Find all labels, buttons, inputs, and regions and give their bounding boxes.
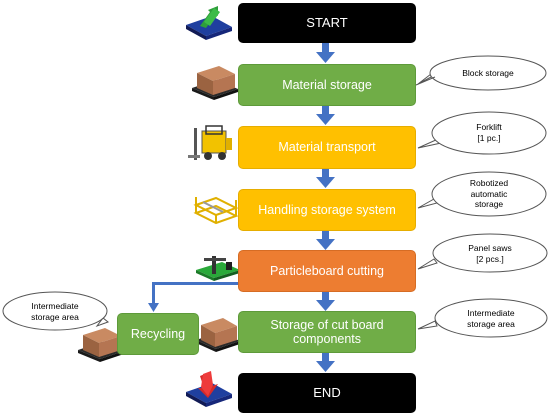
forklift-text-line1: Forklift <box>476 122 502 133</box>
arrow-cutting-to-storage-cut <box>316 291 335 311</box>
callout-panel-saws <box>417 233 548 273</box>
robotized-text-line3: storage <box>474 199 504 210</box>
block-storage-text: Block storage <box>462 67 514 78</box>
panel-saws-text-line1: Panel saws <box>468 242 512 253</box>
start-pallet-icon <box>186 6 232 40</box>
callout-forklift <box>417 111 547 155</box>
handling-storage-node: Handling storage system <box>238 189 416 231</box>
callout-block-storage-text: Block storage <box>435 63 541 83</box>
callout-forklift-text: Forklift [1 pc.] <box>435 119 543 147</box>
callout-panel-saws-text: Panel saws [2 pcs.] <box>436 240 544 267</box>
intermediate-left-text-line2: storage area <box>31 311 79 322</box>
callout-robotized <box>417 171 547 217</box>
material-storage-label: Material storage <box>282 77 372 92</box>
storage-cut-node: Storage of cut board components <box>238 311 416 353</box>
end-label: END <box>313 384 341 400</box>
storage-cut-box-icon <box>196 318 240 352</box>
panel-saw-body-icon <box>196 256 240 281</box>
arrow-storage-cut-to-end <box>316 353 335 372</box>
callout-intermediate-right <box>417 298 548 338</box>
forklift-body-icon <box>188 125 232 160</box>
intermediate-left-text-line1: Intermediate <box>31 300 79 311</box>
storage-rack-lines-icon <box>193 196 239 225</box>
recycling-label: Recycling <box>130 326 186 341</box>
storage-cut-label-line2: components <box>292 332 362 346</box>
arrow-storage-to-transport <box>316 106 335 125</box>
handling-storage-label: Handling storage system <box>258 202 396 217</box>
recycling-node: Recycling <box>117 313 199 355</box>
panel-saws-text-line2: [2 pcs.] <box>476 253 504 264</box>
callout-intermediate-right-text: Intermediate storage area <box>437 305 545 332</box>
callout-bubbles <box>2 55 548 338</box>
arrow-handling-to-cutting <box>316 231 335 250</box>
robotized-text-line1: Robotized <box>469 178 509 189</box>
arrow-transport-to-handling <box>316 169 335 188</box>
flow-arrows <box>148 43 335 372</box>
recycling-box-icon <box>78 328 124 362</box>
arrow-cutting-to-recycling <box>148 282 239 312</box>
storage-cut-label-line1: Storage of cut board <box>270 317 384 332</box>
robotized-text-line2: automatic <box>470 188 508 199</box>
forklift-text-line2: [1 pc.] <box>477 133 501 143</box>
callout-intermediate-left <box>2 291 110 331</box>
callout-robotized-text: Robotized automatic storage <box>435 176 543 212</box>
material-storage-box-icon <box>192 66 238 100</box>
callout-block-storage <box>415 55 547 91</box>
material-storage-node: Material storage <box>238 64 416 106</box>
start-label: START <box>306 14 348 30</box>
particleboard-cutting-label: Particleboard cutting <box>270 263 384 278</box>
intermediate-right-text-line2: storage area <box>467 318 515 329</box>
arrow-start-to-storage <box>316 43 335 63</box>
material-transport-node: Material transport <box>238 126 416 169</box>
callout-intermediate-left-text: Intermediate storage area <box>4 298 106 325</box>
particleboard-cutting-node: Particleboard cutting <box>238 250 416 292</box>
start-node: START <box>238 3 416 43</box>
material-transport-label: Material transport <box>278 140 376 155</box>
end-pallet-icon <box>186 371 232 407</box>
intermediate-right-text-line1: Intermediate <box>467 307 515 318</box>
end-node: END <box>238 373 416 413</box>
